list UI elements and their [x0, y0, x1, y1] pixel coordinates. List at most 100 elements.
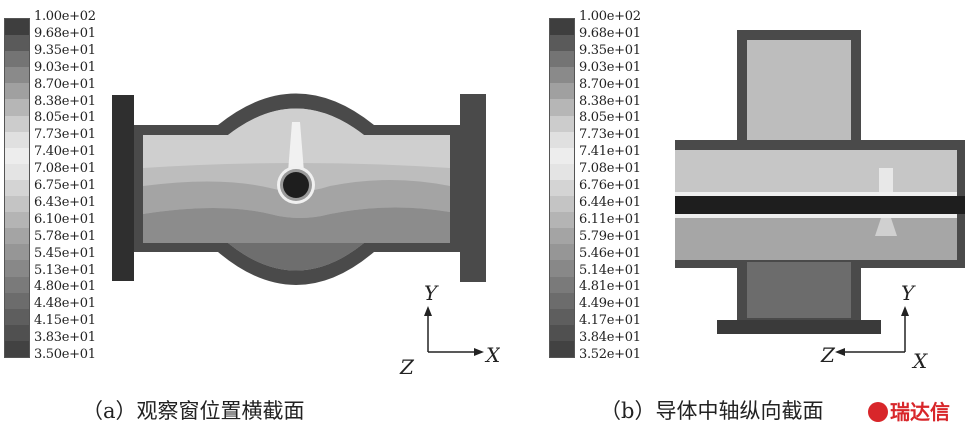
- legend-swatch: [5, 260, 29, 277]
- band-lower-a: [143, 207, 450, 271]
- legend-label: 3.52e+01: [579, 347, 641, 362]
- watermark-text: 瑞达信: [890, 400, 950, 424]
- conductor-halo-lower-b: [675, 214, 957, 218]
- axis-y-label-a: Y: [424, 281, 439, 305]
- legend-label: 1.00e+02: [579, 9, 641, 24]
- legend-label: 6.43e+01: [34, 194, 96, 210]
- legend-label: 8.05e+01: [579, 110, 641, 126]
- conductor-a: [283, 172, 309, 198]
- bottom-flange-b: [717, 320, 881, 334]
- legend-label: 7.73e+01: [579, 127, 641, 143]
- legend-label: 3.50e+01: [34, 347, 96, 362]
- axis-y-label-b: Y: [901, 281, 916, 305]
- legend-swatch: [5, 147, 29, 164]
- legend-label: 9.03e+01: [34, 59, 96, 75]
- legend-label: 9.68e+01: [579, 25, 641, 41]
- legend-label: 8.38e+01: [579, 93, 641, 109]
- legend-label: 8.05e+01: [34, 110, 96, 126]
- legend-label: 9.03e+01: [579, 59, 641, 75]
- legend-swatch: [5, 83, 29, 100]
- legend-label: 6.11e+01: [579, 211, 641, 227]
- stem-fluid-b: [747, 262, 851, 318]
- legend-label: 8.70e+01: [34, 76, 96, 92]
- legend-swatch: [550, 147, 574, 164]
- legend-swatch: [5, 308, 29, 325]
- legend-label: 9.35e+01: [579, 42, 641, 58]
- chimney-fluid-b: [747, 40, 851, 145]
- caption-b: （b）导体中轴纵向截面: [600, 399, 824, 423]
- legend-label: 4.49e+01: [579, 296, 641, 312]
- pipe-fluid-upper-b: [675, 150, 957, 192]
- legend-label: 7.08e+01: [34, 161, 96, 177]
- legend-swatch: [550, 131, 574, 148]
- legend-label: 6.44e+01: [579, 194, 641, 210]
- legend-label: 1.00e+02: [34, 9, 96, 24]
- legend-swatch: [5, 196, 29, 213]
- legend-swatch: [5, 212, 29, 229]
- conductor-b: [675, 196, 965, 214]
- legend-swatch: [550, 228, 574, 245]
- legend-label: 4.81e+01: [579, 279, 641, 295]
- legend-label: 7.40e+01: [34, 144, 96, 160]
- legend-swatch: [5, 276, 29, 293]
- left-flange-a: [112, 95, 134, 281]
- legend-swatch: [550, 196, 574, 213]
- legend-label: 8.38e+01: [34, 93, 96, 109]
- legend-label: 5.78e+01: [34, 228, 96, 244]
- legend-swatch: [550, 67, 574, 84]
- legend-swatch: [550, 179, 574, 197]
- legend-swatch: [550, 276, 574, 293]
- legend-label: 4.80e+01: [34, 279, 96, 295]
- legend-label: 4.17e+01: [579, 313, 641, 329]
- legend-label: 7.41e+01: [579, 144, 641, 160]
- watermark-logo: 瑞达信: [868, 396, 950, 425]
- legend-swatch: [550, 163, 574, 180]
- legend-swatch: [5, 292, 29, 309]
- legend-label: 3.84e+01: [579, 330, 641, 346]
- legend-label: 5.79e+01: [579, 228, 641, 244]
- legend-label: 7.08e+01: [579, 161, 641, 177]
- legend-swatch: [5, 35, 29, 52]
- legend-swatch: [550, 324, 574, 341]
- watermark-icon: [868, 402, 888, 422]
- legend-swatch: [550, 260, 574, 277]
- axis-z-label-a: Z: [399, 355, 415, 379]
- bulb-bottom-a: [228, 243, 364, 271]
- plume-b: [879, 168, 893, 192]
- legend-swatch: [5, 19, 29, 36]
- legend-label: 4.15e+01: [34, 313, 96, 329]
- legend-label: 7.73e+01: [34, 127, 96, 143]
- legend-label: 6.75e+01: [34, 178, 96, 193]
- legend-label: 5.46e+01: [579, 245, 641, 261]
- legend-label: 9.68e+01: [34, 25, 96, 41]
- legend-label: 3.83e+01: [34, 330, 96, 346]
- legend-swatch: [5, 244, 29, 261]
- legend-swatch: [5, 67, 29, 84]
- legend-swatch: [5, 131, 29, 148]
- legend-swatch: [550, 35, 574, 52]
- cross-section-b: Y X Z: [675, 30, 965, 373]
- legend-swatch: [550, 292, 574, 309]
- pipe-fluid-lower-b: [675, 218, 957, 260]
- legend-swatch: [5, 115, 29, 132]
- legend-swatch: [5, 51, 29, 68]
- conductor-halo-b: [675, 192, 957, 196]
- legend-swatch: [5, 228, 29, 245]
- legend-label: 6.76e+01: [579, 178, 641, 193]
- legend-swatch: [5, 340, 29, 357]
- legend-label: 8.70e+01: [579, 76, 641, 92]
- axis-z-label-b: Z: [820, 343, 836, 367]
- legend-swatch: [550, 212, 574, 229]
- legend-color-bar-a: [4, 18, 30, 358]
- legend-swatch: [550, 19, 574, 36]
- legend-label: 5.45e+01: [34, 245, 96, 261]
- legend-color-bar-b: [549, 18, 575, 358]
- legend-swatch: [550, 308, 574, 325]
- plume-lower-b: [875, 218, 897, 236]
- legend-swatch: [550, 51, 574, 68]
- legend-swatch: [550, 340, 574, 357]
- legend-label: 6.10e+01: [34, 211, 96, 227]
- legend-label: 4.48e+01: [34, 296, 96, 312]
